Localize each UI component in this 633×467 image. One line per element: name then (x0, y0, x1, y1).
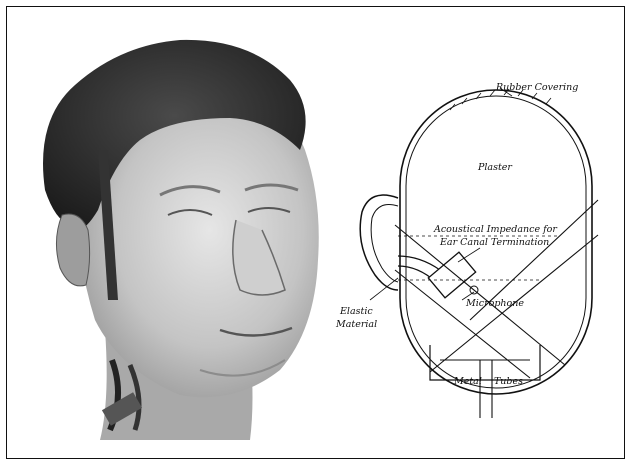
label-rubber-covering: Rubber Covering (495, 82, 578, 93)
label-microphone: Microphone (465, 298, 524, 309)
label-impedance-2: Ear Canal Termination (439, 237, 549, 248)
pinna (360, 195, 398, 290)
label-impedance-1: Acoustical Impedance for (433, 224, 558, 235)
label-elastic-2: Material (335, 319, 377, 330)
label-plaster: Plaster (477, 162, 513, 173)
impedance-block (428, 252, 475, 298)
label-elastic-1: Elastic (339, 306, 373, 317)
label-metal-tubes: Metal Tubes (453, 376, 523, 387)
